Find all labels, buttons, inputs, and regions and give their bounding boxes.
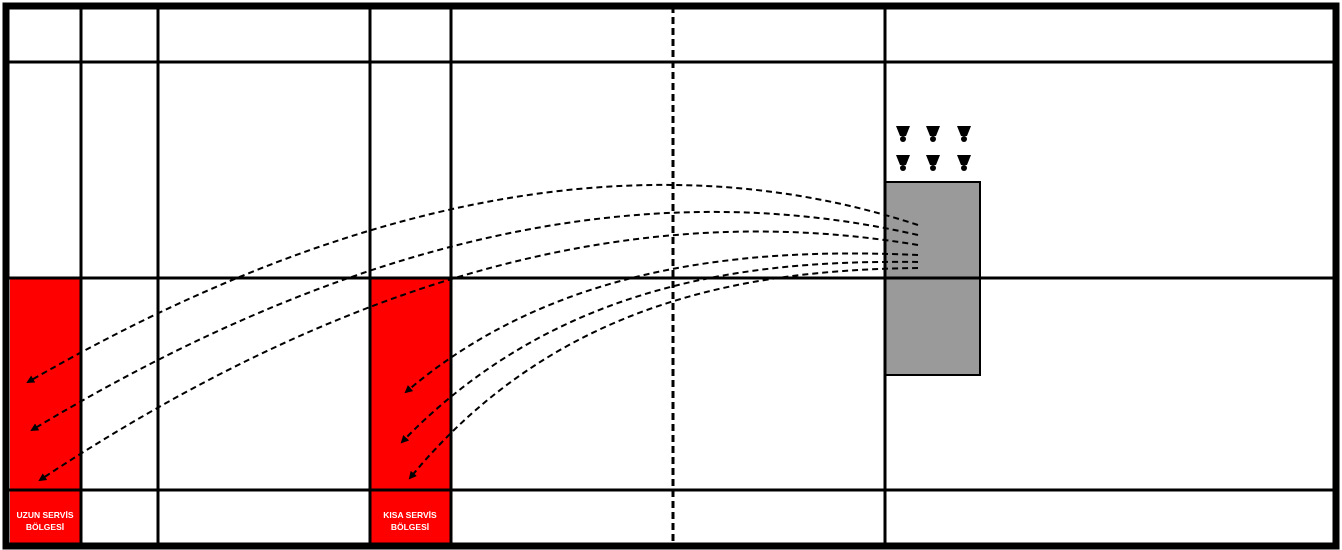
short-serve-trajectory-1 (404, 252, 919, 394)
shuttlecock-icon (926, 126, 940, 142)
long-service-zone-label-line1: UZUN SERVİS (17, 510, 74, 520)
shuttlecock-icon (926, 155, 940, 171)
long-service-zone (10, 278, 81, 545)
short-service-zone-label-line1: KISA SERVİS (383, 510, 437, 520)
shuttlecock-icon (896, 126, 910, 142)
court-lines-vertical (79, 6, 887, 546)
shuttlecock-icon (957, 155, 971, 171)
short-serve-trajectory-2 (400, 260, 919, 444)
shuttlecock-group (896, 126, 971, 171)
long-service-zone-label-line2: BÖLGESİ (26, 522, 64, 532)
serve-trajectories (26, 183, 919, 482)
long-serve-trajectory-3 (38, 230, 919, 482)
short-service-zone (370, 278, 451, 545)
long-serve-trajectory-2 (30, 210, 919, 432)
court-lines-horizontal (6, 60, 1336, 492)
shuttlecock-icon (957, 126, 971, 142)
long-serve-trajectory-1 (26, 183, 919, 383)
short-serve-trajectory-3 (408, 267, 919, 480)
short-service-zone-label-line2: BÖLGESİ (391, 522, 429, 532)
shuttlecock-icon (896, 155, 910, 171)
